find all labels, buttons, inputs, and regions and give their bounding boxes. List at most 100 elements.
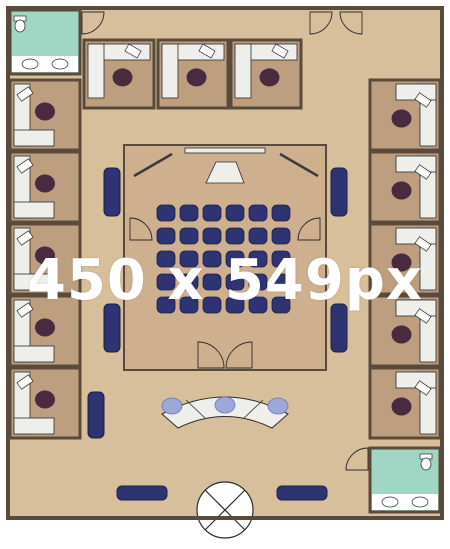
offices-group [8, 38, 442, 440]
sink [21, 58, 39, 70]
doors-group [81, 11, 369, 539]
speaker-right [279, 152, 319, 178]
bathroom [8, 8, 82, 76]
conference-chair [156, 204, 176, 222]
conference-chair [202, 296, 222, 314]
door-swing [129, 217, 153, 241]
monitor [198, 43, 216, 59]
lounge-chair [276, 485, 328, 501]
podium [205, 161, 245, 184]
desk-return [234, 43, 252, 99]
lounge-chair [87, 391, 105, 439]
conference-seating [133, 147, 319, 314]
conference-chair [271, 227, 291, 245]
conference-chair [248, 273, 268, 291]
office-chair [259, 68, 280, 87]
workstation [8, 366, 82, 440]
office-chair [35, 390, 55, 409]
office-chair [186, 68, 207, 87]
door-swing [81, 11, 105, 35]
workstation [8, 150, 82, 224]
conference-chair [202, 250, 222, 268]
desk-return [13, 129, 55, 147]
workstation [8, 294, 82, 368]
projection-screen [184, 147, 266, 154]
door-swing [309, 11, 333, 35]
conference-chair [225, 296, 245, 314]
exterior-wall [6, 6, 444, 520]
office-chair [112, 68, 133, 87]
conference-chair [179, 204, 199, 222]
conference-chair [248, 227, 268, 245]
lounge-chair [103, 303, 121, 353]
desk-return [13, 345, 55, 363]
monitor [271, 43, 289, 59]
monitor [124, 43, 142, 59]
monitor [16, 230, 34, 246]
monitor [16, 374, 34, 390]
conference-chair [248, 250, 268, 268]
conference-chair [225, 250, 245, 268]
workstation [368, 366, 442, 440]
workstation [82, 38, 156, 110]
monitor [16, 158, 34, 174]
workstation [229, 38, 303, 110]
monitor [16, 302, 34, 318]
desk-return [161, 43, 179, 99]
door-swing [345, 447, 369, 471]
revolving-door-panel [204, 489, 246, 531]
monitor [414, 380, 432, 396]
conference-chair [179, 296, 199, 314]
office-chair [391, 253, 412, 272]
door-swing [197, 341, 225, 369]
conference-chair [202, 204, 222, 222]
workstation [368, 78, 442, 152]
conference-chair [271, 273, 291, 291]
conference-chair [202, 227, 222, 245]
conference-chair [156, 250, 176, 268]
monitor [414, 308, 432, 324]
office-chair [35, 174, 55, 193]
conference-chair [271, 296, 291, 314]
door-swing [339, 11, 363, 35]
monitor [414, 236, 432, 252]
office-chair [391, 397, 412, 416]
monitor [414, 164, 432, 180]
office-chair [35, 318, 55, 337]
conference-chair [225, 273, 245, 291]
workstation [156, 38, 230, 110]
conference-chair [156, 227, 176, 245]
lounge-chair [103, 167, 121, 217]
reception-desk-seam [185, 399, 206, 419]
reception-chair [267, 397, 289, 415]
desk-return [87, 43, 105, 99]
reception-desk-seam [243, 399, 264, 419]
lounge-chair [330, 167, 348, 217]
desk-return [13, 273, 55, 291]
workstation [368, 150, 442, 224]
lounge-chair [330, 303, 348, 353]
workstation [8, 78, 82, 152]
reception-area [161, 396, 289, 429]
conference-chair [271, 250, 291, 268]
conference-chair [179, 273, 199, 291]
workstation [8, 222, 82, 296]
conference-chair [248, 296, 268, 314]
conference-chair [156, 273, 176, 291]
door-swing [297, 217, 321, 241]
door-swing [225, 341, 253, 369]
desk-return [13, 417, 55, 435]
toilet-bowl [14, 19, 26, 33]
conference-chair [225, 227, 245, 245]
office-chair [391, 181, 412, 200]
conference-chair [202, 273, 222, 291]
office-chair [35, 246, 55, 265]
conference-chair [156, 296, 176, 314]
conference-chair [225, 204, 245, 222]
desk-return [13, 201, 55, 219]
lounge-chairs [87, 167, 348, 501]
monitor [16, 86, 34, 102]
reception-chair [214, 396, 236, 414]
workstation [368, 222, 442, 296]
